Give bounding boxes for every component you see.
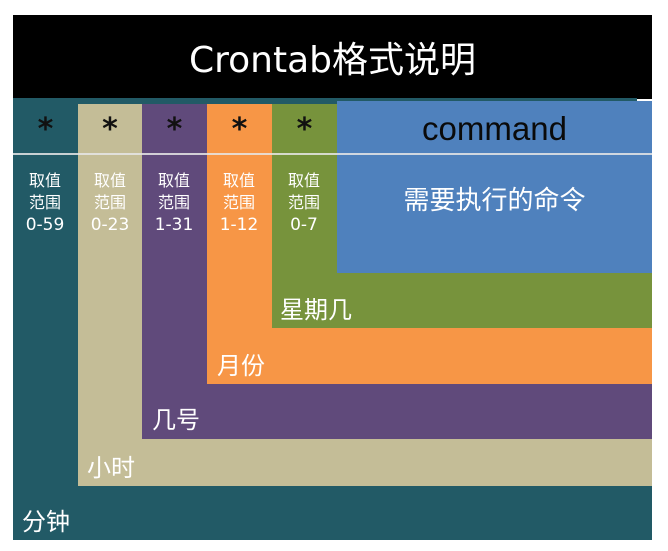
range-label: 范围 <box>157 193 190 212</box>
range-value: 0-7 <box>290 215 318 235</box>
day-star: * <box>166 111 183 147</box>
weekday-range: 取值 范围 0-7 <box>272 170 336 236</box>
month-star: * <box>231 111 248 147</box>
weekday-star: * <box>296 111 313 147</box>
minute-star: * <box>37 111 54 147</box>
range-label: 取值 <box>287 171 320 190</box>
minute-range: 取值 范围 0-59 <box>13 170 77 236</box>
range-label: 取值 <box>28 171 61 190</box>
month-name: 月份 <box>217 352 265 380</box>
range-value: 0-23 <box>90 215 130 235</box>
range-value: 1-12 <box>219 215 259 235</box>
diagram-title: Crontab格式说明 <box>13 15 652 99</box>
command-label: command <box>422 110 567 147</box>
minute-name: 分钟 <box>22 508 70 536</box>
day-range: 取值 范围 1-31 <box>142 170 206 236</box>
weekday-name: 星期几 <box>280 296 352 324</box>
range-value: 1-31 <box>154 215 194 235</box>
range-label: 范围 <box>287 193 320 212</box>
day-name: 几号 <box>152 406 200 434</box>
hour-range: 取值 范围 0-23 <box>78 170 142 236</box>
range-label: 范围 <box>222 193 255 212</box>
range-label: 范围 <box>28 193 61 212</box>
range-label: 范围 <box>93 193 126 212</box>
command-description: 需要执行的命令 <box>403 186 586 216</box>
range-label: 取值 <box>157 171 190 190</box>
hour-star: * <box>102 111 118 147</box>
header-divider <box>13 153 652 155</box>
title-underline <box>13 98 637 101</box>
range-label: 取值 <box>93 171 126 190</box>
range-value: 0-59 <box>25 215 65 235</box>
title-text: Crontab格式说明 <box>188 40 477 81</box>
month-range: 取值 范围 1-12 <box>207 170 271 236</box>
range-label: 取值 <box>222 171 255 190</box>
command-block <box>337 101 652 273</box>
hour-name: 小时 <box>87 454 135 482</box>
